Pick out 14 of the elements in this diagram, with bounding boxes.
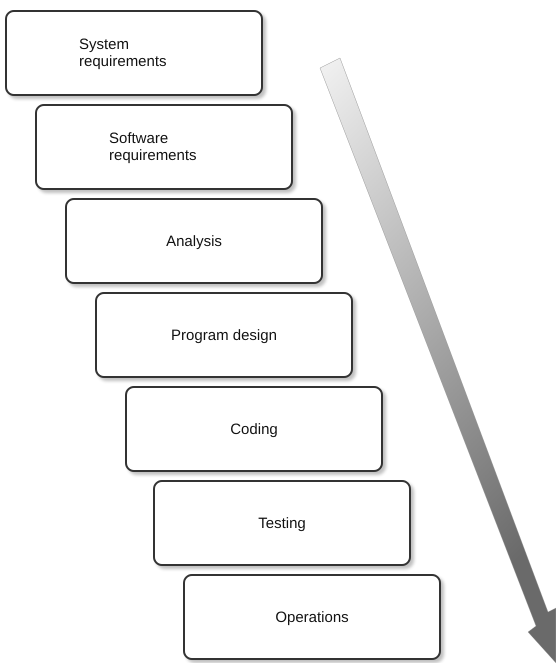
process-box [125,386,383,472]
process-box [153,480,411,566]
box-label: Operations [275,608,349,626]
process-box [35,104,293,190]
box-label: Software requirements [109,130,198,164]
box-label: Program design [171,326,277,344]
box-label: System requirements [79,36,168,70]
box-label: Testing [258,514,306,532]
process-box [95,292,353,378]
box-label: Analysis [166,232,222,250]
process-box [5,10,263,96]
process-box [65,198,323,284]
process-box [183,574,441,660]
box-label: Coding [230,420,278,438]
